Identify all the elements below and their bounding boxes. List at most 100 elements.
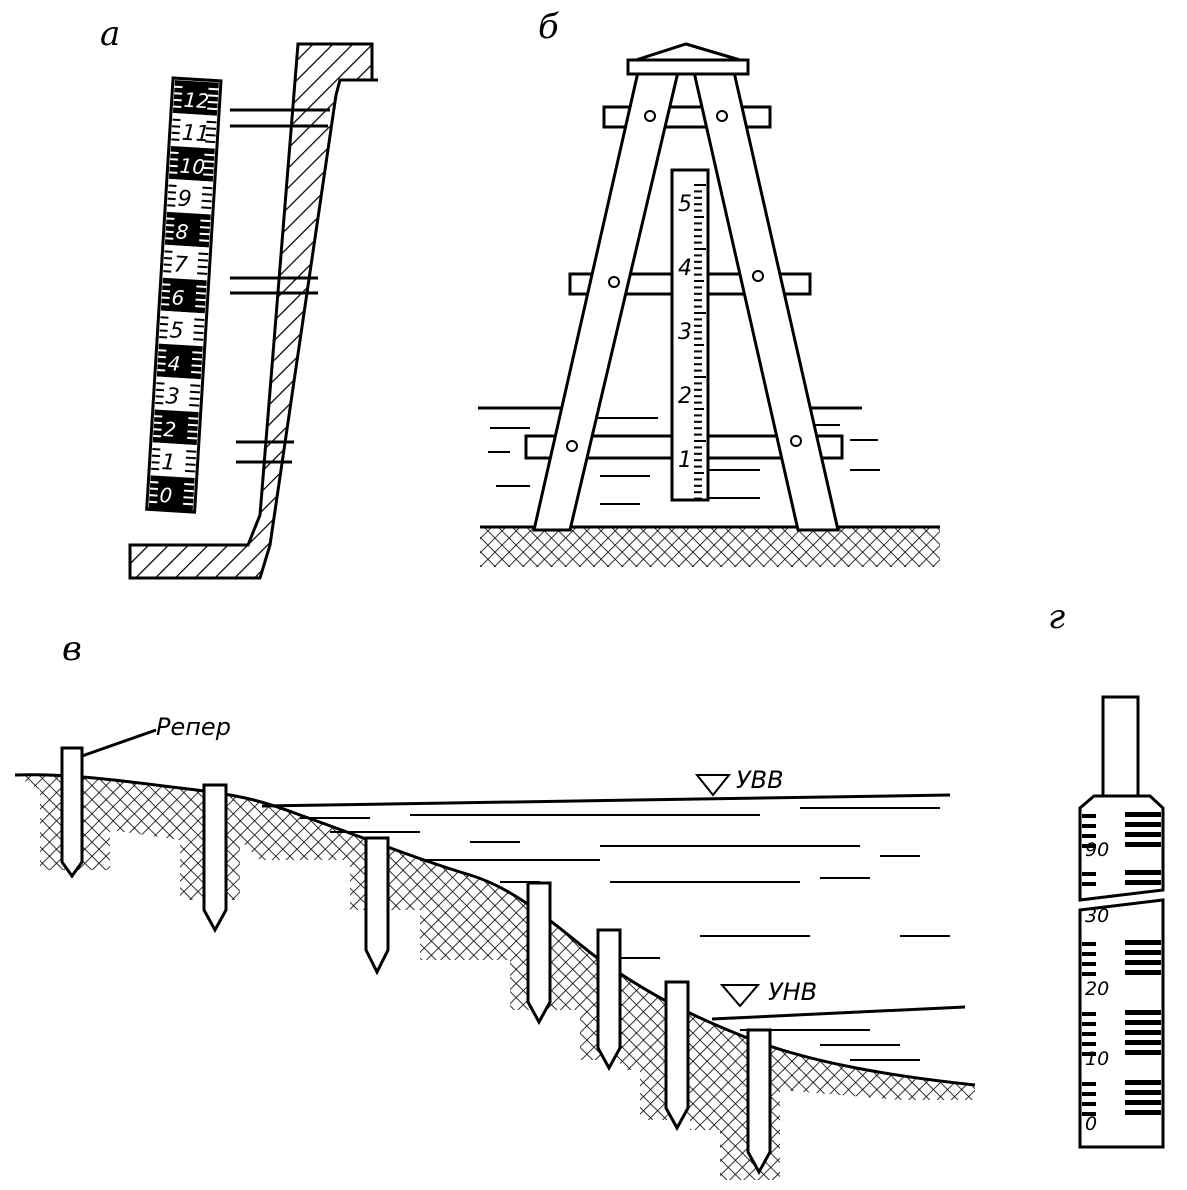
panel-b-label: б xyxy=(538,7,559,47)
high-water-marker xyxy=(694,774,732,797)
bank-soil xyxy=(15,774,975,1180)
riverbed-b xyxy=(480,527,940,567)
panel-a-label: а xyxy=(100,14,120,54)
staff-a-tick xyxy=(195,298,206,302)
staff-a-tick xyxy=(200,219,211,223)
portable-staff-bar xyxy=(1125,822,1161,827)
staff-a-tick xyxy=(208,94,219,97)
staff-a-tick xyxy=(183,502,194,506)
portable-staff-bar xyxy=(1082,1012,1096,1016)
tripod-bolts xyxy=(566,110,802,452)
portable-staff-bar xyxy=(1082,1092,1096,1096)
portable-staff-bar xyxy=(1082,942,1096,946)
staff-a-tick xyxy=(199,226,211,229)
water-surface-b xyxy=(478,406,880,505)
staff-a-tick xyxy=(191,371,202,374)
staff-a-segment xyxy=(150,442,197,479)
staff-a-tick xyxy=(201,206,212,209)
staff-a-tick xyxy=(197,259,209,262)
staff-a-label: 9 xyxy=(177,187,193,213)
panel-v: в xyxy=(14,629,976,1180)
staff-a-tick xyxy=(207,107,218,111)
staff-a-tick xyxy=(185,456,196,460)
staff-a-tick xyxy=(193,331,204,335)
staff-a-tick xyxy=(187,430,198,433)
staff-a-tick xyxy=(195,291,207,295)
portable-staff-bar xyxy=(1082,1052,1096,1056)
staff-a-segment xyxy=(154,376,201,413)
portable-staff-label: 90 xyxy=(1085,839,1109,861)
water-body-v xyxy=(261,793,966,1061)
staff-a-tick xyxy=(198,252,209,256)
staff-a-tick xyxy=(189,397,200,400)
portable-staff-bar xyxy=(1125,1020,1161,1025)
portable-staff-bar xyxy=(1125,1040,1161,1045)
portable-staff-bar xyxy=(1125,1080,1161,1085)
staff-a-segment xyxy=(166,178,213,215)
retaining-wall xyxy=(128,42,374,580)
staff-a-segment xyxy=(160,277,207,314)
low-water-marker xyxy=(719,984,761,1008)
staff-a-segment xyxy=(162,244,209,281)
portable-staff-bar xyxy=(1125,842,1161,847)
tripod-cap xyxy=(626,42,750,76)
staff-a-segment xyxy=(168,145,215,182)
staff-a-tick xyxy=(187,436,198,440)
portable-staff-bar xyxy=(1082,1102,1096,1106)
portable-staff-label: 20 xyxy=(1085,978,1109,1000)
staff-b-label: 4 xyxy=(678,256,692,281)
staff-a-tick xyxy=(203,173,214,177)
portable-staff-bar xyxy=(1082,834,1096,838)
portable-staff-bar xyxy=(1082,824,1096,828)
staff-a-tick xyxy=(202,186,213,190)
portable-staff-bar xyxy=(1125,870,1161,875)
staff-a-label: 0 xyxy=(159,483,173,508)
staff-a-label: 8 xyxy=(175,219,189,244)
staff-a-tick xyxy=(186,450,197,453)
staff-a-segment xyxy=(170,113,217,149)
staff-a-tick xyxy=(205,127,217,130)
staff-a-segment xyxy=(148,475,195,511)
panel-b: б xyxy=(478,7,940,567)
portable-staff-bar xyxy=(1082,1112,1096,1116)
staff-a-tick xyxy=(190,384,201,387)
stake-3 xyxy=(526,881,552,1026)
staff-a-tick xyxy=(206,120,217,124)
panel-v-label: в xyxy=(62,629,82,669)
portable-staff-bar xyxy=(1125,940,1161,945)
portable-staff-bar xyxy=(1125,1010,1161,1015)
portable-staff-bar xyxy=(1082,1082,1096,1086)
staff-a-tick xyxy=(199,232,210,236)
staff-a-label: 5 xyxy=(169,318,185,344)
staff-a-tick xyxy=(201,199,212,203)
staff-a-tick xyxy=(203,160,215,163)
portable-staff-bar xyxy=(1125,950,1161,955)
portable-staff-bar xyxy=(1125,1050,1161,1055)
stake-1 xyxy=(202,783,228,934)
staff-a-tick xyxy=(195,305,206,308)
staff-a-segment xyxy=(158,310,205,347)
portable-staff-bar xyxy=(1082,1022,1096,1026)
staff-a-label: 4 xyxy=(167,351,181,376)
staff-a-tick xyxy=(201,193,213,196)
staff-a-tick xyxy=(205,140,216,144)
staff-a-tick xyxy=(203,166,214,170)
staff-a-segment xyxy=(152,409,199,446)
portable-staff-bar xyxy=(1125,1090,1161,1095)
portable-staff-label: 10 xyxy=(1085,1048,1109,1070)
portable-staff-bar xyxy=(1125,832,1161,837)
staff-a-segment xyxy=(164,211,211,248)
staff-a-tick xyxy=(193,324,205,328)
staff-a-label: 11 xyxy=(181,121,210,148)
staff-a-label: 3 xyxy=(165,384,181,410)
staff-a-tick xyxy=(191,364,202,368)
staff-a-tick xyxy=(205,133,216,137)
portable-staff-bar xyxy=(1082,814,1096,818)
high-water-label: УВВ xyxy=(736,766,784,794)
staff-a-tick xyxy=(183,496,194,499)
reper-label: Репер xyxy=(156,713,231,741)
portable-staff-bar xyxy=(1125,970,1161,975)
